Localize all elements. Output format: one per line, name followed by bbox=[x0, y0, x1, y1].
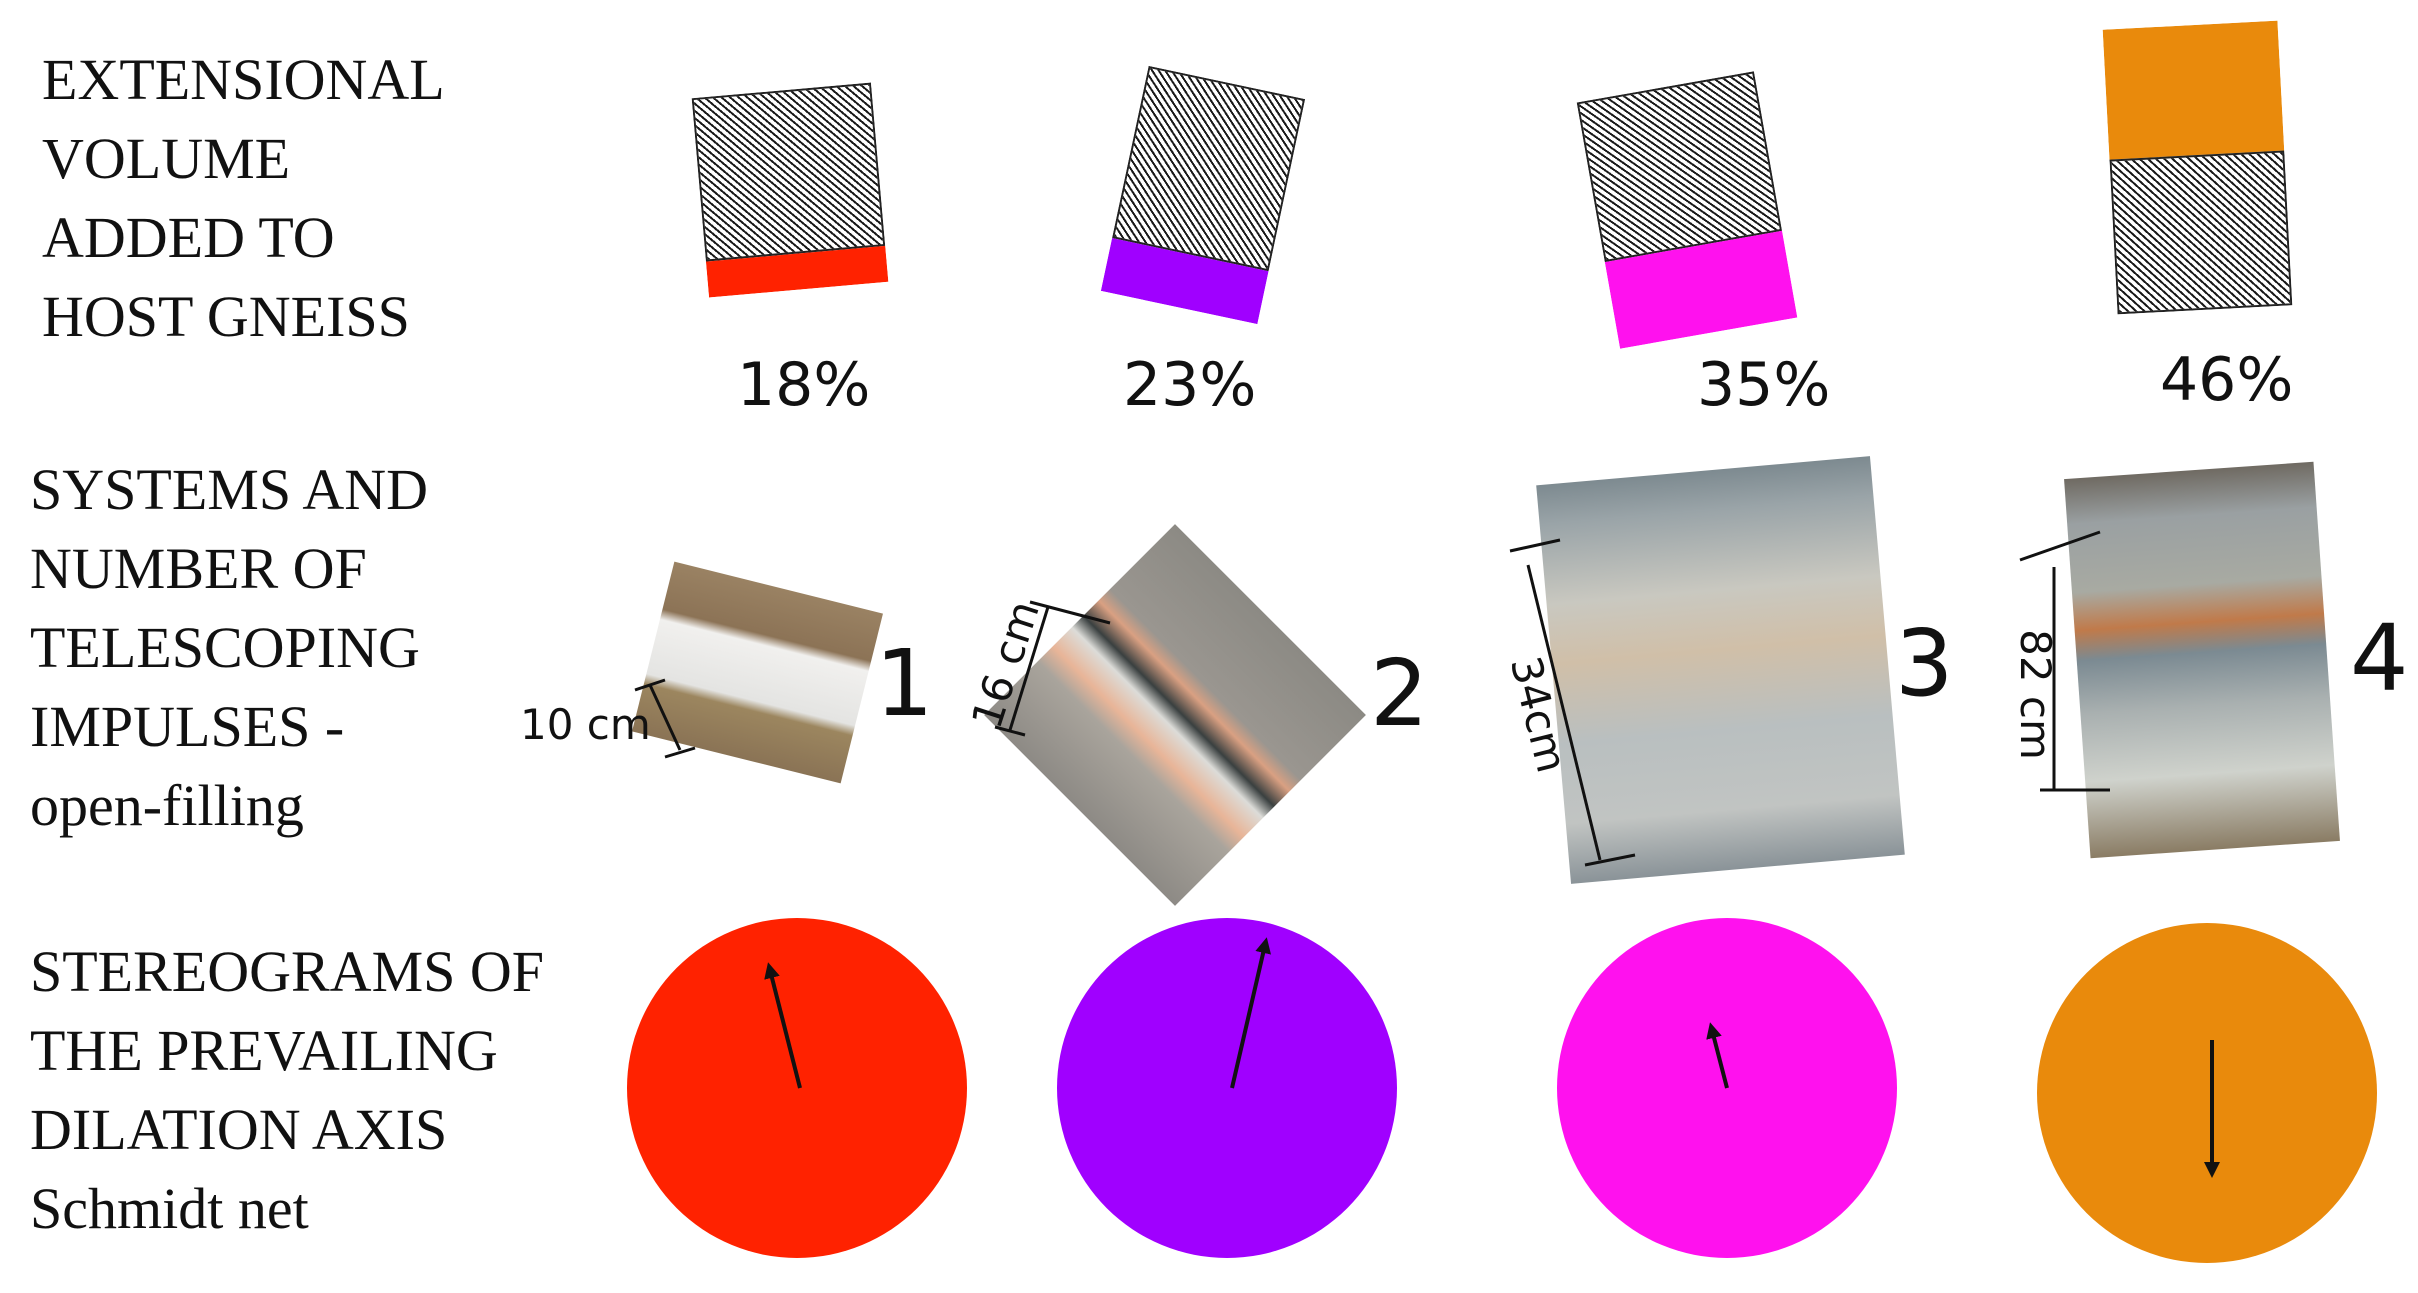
dilation-arrow-2 bbox=[1230, 937, 1271, 1089]
scale-bar-3-tick-top bbox=[1509, 538, 1561, 553]
dilation-arrow-1 bbox=[764, 962, 802, 1089]
scale-bar-1 bbox=[648, 684, 682, 751]
scale-bar-3 bbox=[1526, 564, 1602, 861]
sample-size-label-1: 10 cm bbox=[520, 700, 651, 749]
row-label-systems: SYSTEMS AND NUMBER OF TELESCOPING IMPULS… bbox=[30, 457, 429, 838]
system-number-2: 2 bbox=[1370, 640, 1429, 747]
volume-percent-4: 46% bbox=[2160, 345, 2294, 415]
stereogram-2 bbox=[1057, 918, 1397, 1258]
volume-percent-1: 18% bbox=[737, 350, 871, 420]
scale-bar-2-tick-top bbox=[1029, 600, 1111, 625]
scale-bar-4-tick-top bbox=[2019, 530, 2101, 562]
system-number-4: 4 bbox=[2350, 605, 2409, 712]
dilation-arrow-3 bbox=[1706, 1022, 1729, 1089]
row-label-stereograms: STEREOGRAMS OF THE PREVAILING DILATION A… bbox=[30, 939, 545, 1241]
volume-percent-3: 35% bbox=[1697, 350, 1831, 420]
volume-percent-2: 23% bbox=[1123, 350, 1257, 420]
system-number-1: 1 bbox=[875, 630, 934, 737]
scale-bar-2-tick-bottom bbox=[994, 725, 1026, 737]
scale-bar-1-tick-bottom bbox=[664, 746, 696, 759]
stereogram-1 bbox=[627, 918, 967, 1258]
scale-bar-1-tick-top bbox=[634, 678, 666, 692]
stereogram-4 bbox=[2037, 923, 2377, 1263]
scale-bar-2 bbox=[1008, 606, 1050, 731]
scale-bar-3-tick-bottom bbox=[1584, 853, 1636, 867]
system-number-3: 3 bbox=[1895, 610, 1954, 717]
row-label-extensional-volume: EXTENSIONAL VOLUME ADDED TO HOST GNEISS bbox=[42, 47, 445, 349]
